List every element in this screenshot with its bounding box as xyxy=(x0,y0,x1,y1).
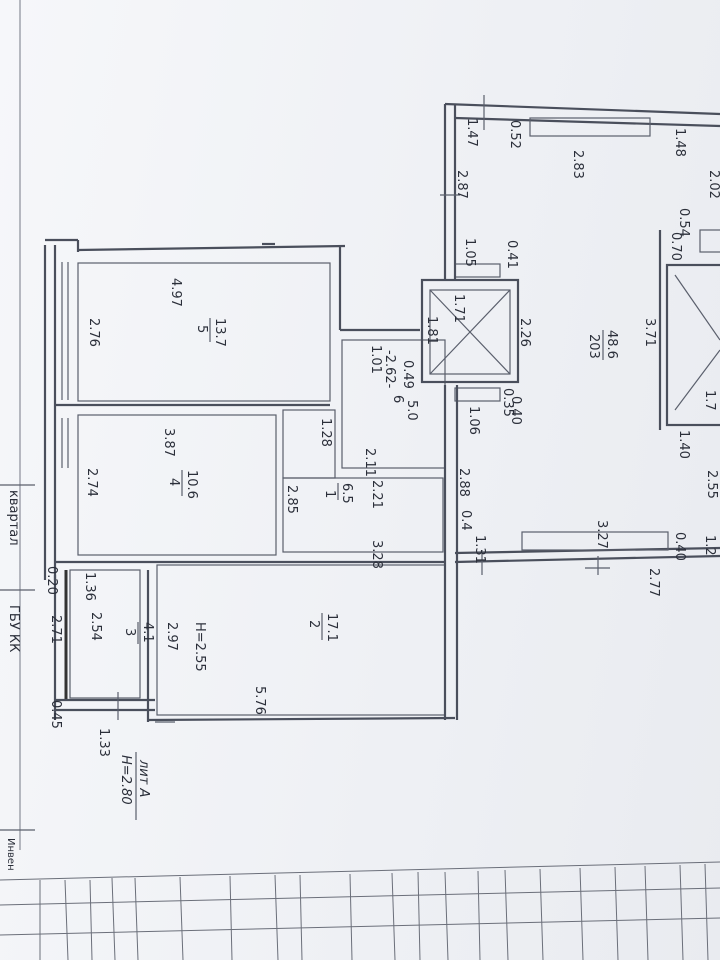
room-3 xyxy=(69,569,141,699)
room2-number: 2 xyxy=(306,620,321,628)
vent xyxy=(699,229,720,253)
dim-1-48: 1.48 xyxy=(672,128,687,157)
window xyxy=(521,531,669,551)
wall xyxy=(454,554,720,564)
dim-1-81: 1.81 xyxy=(424,316,439,345)
dim-1-7: 1.7 xyxy=(702,390,717,411)
vent xyxy=(454,387,501,402)
room6-number: 6 xyxy=(390,395,405,403)
room6-area: 5.0 xyxy=(404,400,419,421)
dim-2-02: 2.02 xyxy=(706,170,720,199)
label-kvartal: квартал xyxy=(6,490,21,546)
dim-room4-depth: 2.74 xyxy=(84,468,99,497)
dim-2-88: 2.88 xyxy=(456,468,471,497)
elevator-shaft xyxy=(420,278,520,384)
grid-line xyxy=(0,917,720,936)
dim-3-27: 3.27 xyxy=(594,520,609,549)
wall xyxy=(77,244,346,252)
dim-2-87: 2.87 xyxy=(454,170,469,199)
room5-area: 13.7 xyxy=(212,318,227,347)
dim-room5-width: 4.97 xyxy=(168,278,183,307)
liter-height: Н=2.80 xyxy=(118,755,133,805)
dim-1-05: 1.05 xyxy=(462,238,477,267)
dim-1-28: 1.28 xyxy=(318,418,333,447)
wall xyxy=(444,102,720,116)
grid-line xyxy=(0,887,720,906)
dim-1-40: 1.40 xyxy=(676,430,691,459)
dim-room5-depth: 2.76 xyxy=(86,318,101,347)
grid-columns xyxy=(39,863,709,960)
dim-0-54: 0.54 xyxy=(676,208,691,237)
shaft-cross xyxy=(429,289,511,375)
room2-area: 17.1 xyxy=(324,613,339,642)
label-invent: Инвен xyxy=(5,838,16,871)
dim-0-52: 0.52 xyxy=(507,120,522,149)
room2-height: Н=2.55 xyxy=(192,622,207,672)
room-5 xyxy=(77,262,331,402)
dim-0-41: 0.41 xyxy=(504,240,519,269)
room-4 xyxy=(77,414,277,556)
wall xyxy=(454,116,720,128)
dim-2-21: 2.21 xyxy=(369,480,384,509)
dim-1-2: 1.2 xyxy=(702,535,717,556)
dim-2-71: 2.71 xyxy=(48,615,63,644)
dim-0-35: 0.35 xyxy=(500,388,515,417)
room5-number: 5 xyxy=(194,325,209,333)
dim-0-20: 0.20 xyxy=(44,566,59,595)
dim-room2-width: 5.76 xyxy=(252,686,267,715)
room203-number: 203 xyxy=(586,334,601,359)
room3-number: 3 xyxy=(122,628,137,636)
dim-1-06: 1.06 xyxy=(466,406,481,435)
window xyxy=(529,117,651,137)
grid-line xyxy=(0,861,720,881)
dim-0-45: 0.45 xyxy=(48,700,63,729)
dim-2-55-right: 2.55 xyxy=(704,470,719,499)
dim-1-31: 1.31 xyxy=(472,535,487,564)
dim-room6-width: 2.11 xyxy=(362,448,377,477)
room3-area: 4.1 xyxy=(140,622,155,643)
elevator-inner xyxy=(429,289,511,375)
dim-room1-width: 3.28 xyxy=(369,540,384,569)
room-1 xyxy=(282,477,444,553)
dim-room3-width: 1.36 xyxy=(82,572,97,601)
label-gbu: ГБУ КК xyxy=(6,605,21,652)
shaft-cross xyxy=(674,274,720,341)
dim-2-26: 2.26 xyxy=(517,318,532,347)
room1-number: 1 xyxy=(322,490,337,498)
room4-number: 4 xyxy=(166,478,181,486)
room203-area: 48.6 xyxy=(604,330,619,359)
dim-0-49: 0.49 xyxy=(400,360,415,389)
dim-0-4: 0.4 xyxy=(458,510,473,531)
right-shaft xyxy=(665,263,720,427)
dim-room1-depth: 2.85 xyxy=(284,485,299,514)
room1-area: 6.5 xyxy=(339,483,354,504)
dim-2-62: -2.62- xyxy=(382,350,397,389)
dim-room4-width: 3.87 xyxy=(161,428,176,457)
wall xyxy=(147,716,456,722)
dim-1-71: 1.71 xyxy=(451,294,466,323)
dim-0-40b: 0.40 xyxy=(672,532,687,561)
dim-1-47: 1.47 xyxy=(464,118,479,147)
room4-area: 10.6 xyxy=(184,470,199,499)
room-1-nook xyxy=(282,409,336,479)
dim-1-33: 1.33 xyxy=(96,728,111,757)
dim-room2-depth: 2.97 xyxy=(164,622,179,651)
dim-room3-depth: 2.54 xyxy=(88,612,103,641)
dim-0-40: 0.40 xyxy=(508,396,523,425)
dim-2-77: 2.77 xyxy=(646,568,661,597)
liter-name: лит А xyxy=(136,759,151,797)
dim-1-01: 1.01 xyxy=(368,345,383,374)
dim-2-83: 2.83 xyxy=(570,150,585,179)
dim-0-70: 0.70 xyxy=(668,232,683,261)
shaft-cross xyxy=(674,349,720,411)
dim-3-71: 3.71 xyxy=(642,318,657,347)
